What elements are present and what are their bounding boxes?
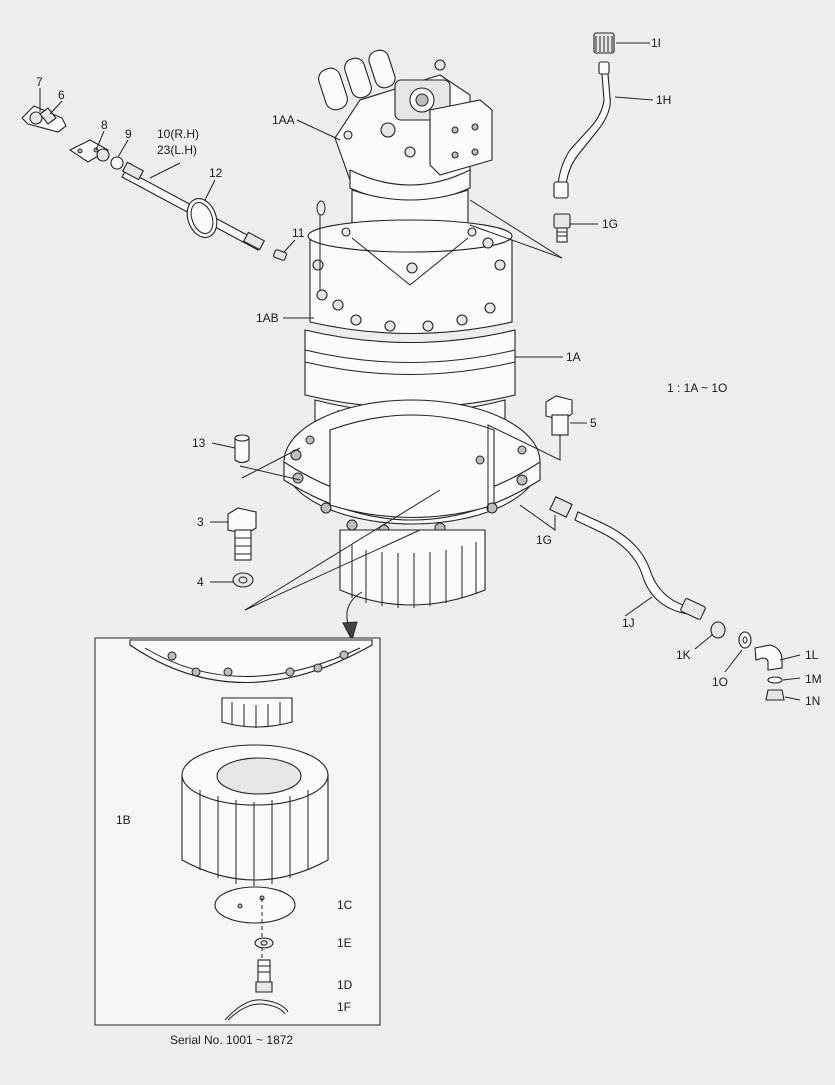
inset-pinion-stub — [221, 697, 293, 728]
label-4: 4 — [197, 575, 204, 589]
plug-1N — [765, 689, 785, 701]
oring-1M — [767, 676, 783, 684]
label-10: 10(R.H) — [157, 127, 199, 141]
bolt-6 — [39, 107, 57, 125]
pin-13 — [234, 434, 250, 464]
bolt-5 — [545, 395, 573, 436]
pinion-gear-1B — [181, 744, 329, 886]
wire-1F — [224, 999, 289, 1021]
label-12: 12 — [209, 166, 223, 180]
label-1AB: 1AB — [256, 311, 279, 325]
label-1N: 1N — [805, 694, 820, 708]
leader-lines — [39, 42, 801, 1008]
pinion-teeth — [351, 542, 477, 608]
label-6: 6 — [58, 88, 65, 102]
label-1K: 1K — [676, 648, 691, 662]
band-12 — [186, 198, 218, 238]
label-1H: 1H — [656, 93, 671, 107]
washer-1O — [738, 631, 752, 649]
label-23: 23(L.H) — [157, 143, 197, 157]
label-1D: 1D — [337, 978, 353, 992]
label-11: 11 — [292, 226, 305, 240]
serial-number-caption: Serial No. 1001 ~ 1872 — [170, 1033, 293, 1047]
inset-flange-partial — [129, 639, 373, 683]
bolt-3 — [227, 507, 257, 561]
part-labels: 7 6 8 9 10(R.H) 23(L.H) 12 11 1AA 1AB 1A… — [36, 36, 822, 1014]
detail-callout-arrow — [342, 591, 363, 642]
label-9: 9 — [125, 127, 132, 141]
label-1G-top: 1G — [602, 217, 618, 231]
fitting-11 — [273, 249, 287, 261]
label-1J: 1J — [622, 616, 635, 630]
label-1B: 1B — [116, 813, 131, 827]
hose-1H — [553, 32, 615, 199]
label-1AA: 1AA — [272, 113, 295, 127]
label-1L: 1L — [805, 648, 819, 662]
label-ratio: 1 : 1A ~ 1O — [667, 381, 727, 395]
label-1A: 1A — [566, 350, 581, 364]
reduction-gear-housing — [283, 189, 541, 608]
label-3: 3 — [197, 515, 204, 529]
fitting-1G-top — [553, 213, 571, 243]
plate-8 — [68, 139, 110, 163]
label-13: 13 — [192, 436, 206, 450]
washer-1E — [254, 937, 274, 949]
label-1E: 1E — [337, 936, 352, 950]
label-1M: 1M — [805, 672, 822, 686]
label-1F: 1F — [337, 1000, 351, 1014]
nut-1K — [710, 621, 726, 639]
label-8: 8 — [101, 118, 108, 132]
label-7: 7 — [36, 75, 43, 89]
elbow-1L — [754, 644, 783, 671]
swing-motor-1AA — [318, 49, 493, 203]
label-1G-bottom: 1G — [536, 533, 552, 547]
bolt-1D — [255, 959, 273, 993]
washer-4 — [232, 572, 254, 588]
hose-1J — [549, 496, 706, 620]
upper-housing-bolts — [312, 227, 506, 332]
label-1C: 1C — [337, 898, 353, 912]
nut-9 — [96, 148, 124, 170]
plate-1C — [214, 886, 296, 990]
label-5: 5 — [590, 416, 597, 430]
label-1I: 1I — [651, 36, 661, 50]
label-1O: 1O — [712, 675, 728, 689]
